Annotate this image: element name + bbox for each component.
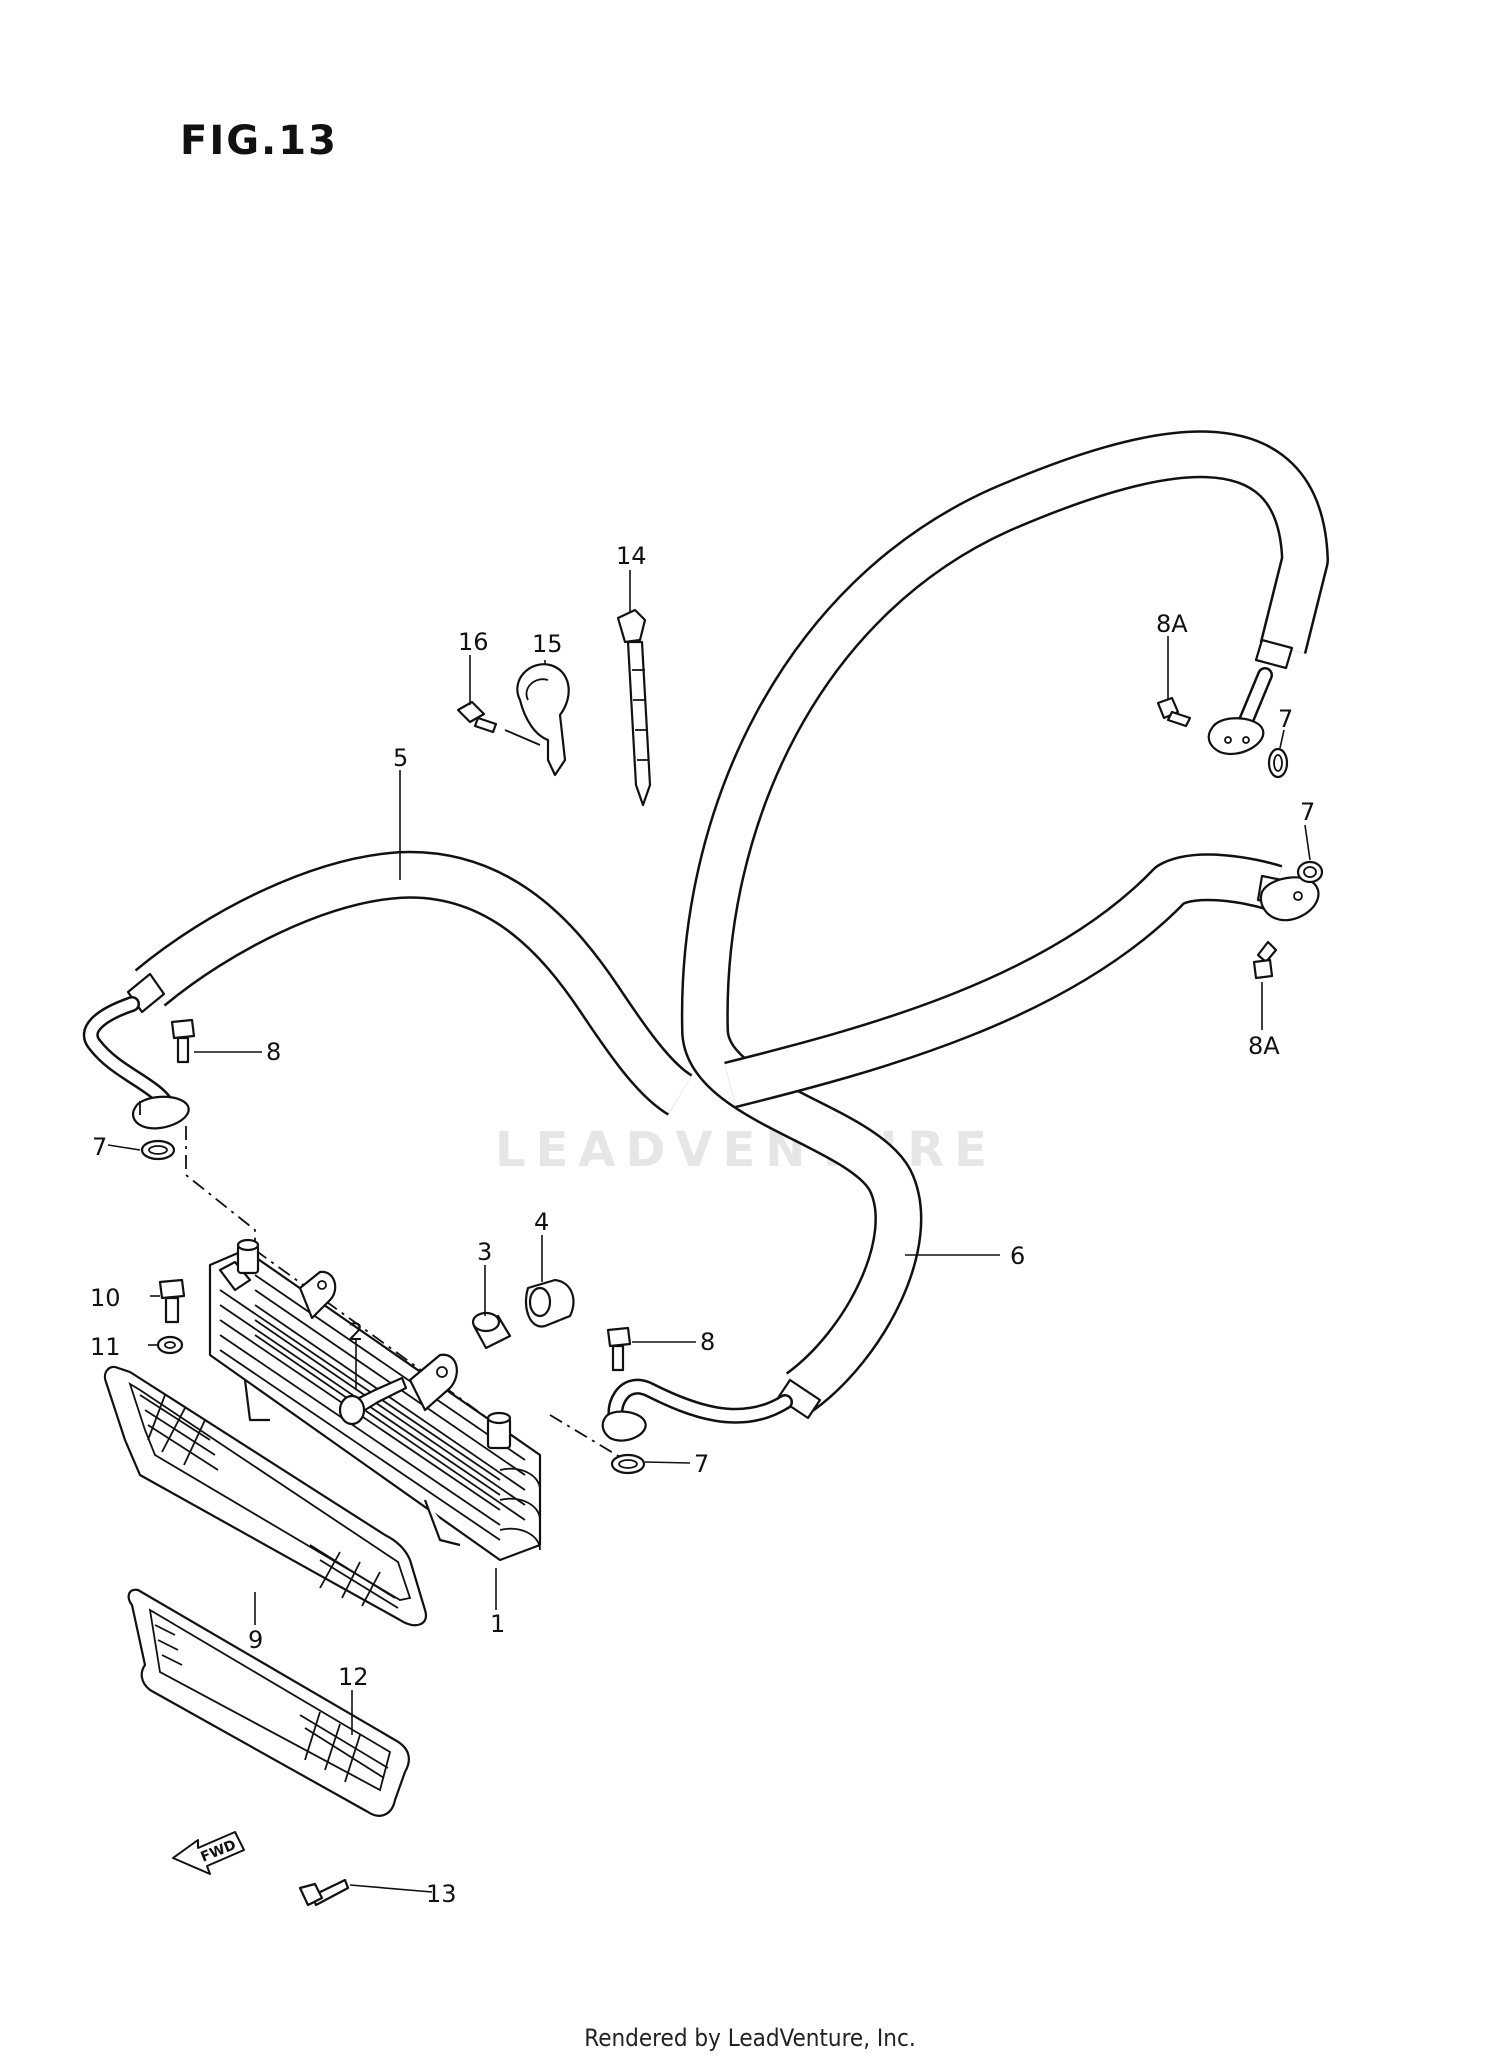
o-ring-7-rear-lower[interactable] [1296, 860, 1324, 884]
callout-8-lower: 8 [700, 1328, 715, 1356]
guard-bolt[interactable] [298, 1878, 350, 1907]
callout-14: 14 [616, 542, 647, 570]
bolt-8-upper[interactable] [170, 1018, 196, 1064]
callout-4: 4 [534, 1208, 549, 1236]
callout-6: 6 [1010, 1242, 1025, 1270]
callout-7-rear-lower: 7 [1300, 798, 1315, 826]
callout-7-rear-upper: 7 [1278, 705, 1293, 733]
callout-15: 15 [532, 630, 563, 658]
clamp-screw[interactable] [456, 700, 498, 734]
o-ring-7-rear-upper[interactable] [1267, 747, 1289, 779]
bolt-8a-lower[interactable] [1252, 940, 1278, 980]
spacer[interactable] [471, 1311, 512, 1350]
callout-5: 5 [393, 744, 408, 772]
callout-8-upper: 8 [266, 1038, 281, 1066]
bolt-8a-upper[interactable] [1156, 696, 1192, 728]
leader-lines [107, 570, 1311, 1893]
callout-7-front-upper: 7 [92, 1133, 107, 1161]
bolt-10[interactable] [158, 1278, 186, 1324]
callout-11: 11 [90, 1333, 121, 1361]
callout-1: 1 [490, 1610, 505, 1638]
callout-16: 16 [458, 628, 489, 656]
oil-hose-5[interactable] [134, 850, 1283, 1116]
hose-5-front-fitting [82, 972, 190, 1130]
cushion[interactable] [524, 1278, 575, 1328]
oil-hose-6[interactable] [680, 430, 1329, 1412]
callout-labels: 1 2 3 4 5 6 7 7 7 7 8 8 8A 8A 9 10 11 12… [90, 542, 1315, 1908]
forward-direction-arrow: FWD [172, 1831, 245, 1875]
callout-8a-lower: 8A [1248, 1032, 1280, 1060]
footer-credit: Rendered by LeadVenture, Inc. [584, 2024, 916, 2052]
hose-clamp[interactable] [504, 663, 570, 777]
callout-3: 3 [477, 1238, 492, 1266]
callout-10: 10 [90, 1284, 121, 1312]
callout-7-front-lower: 7 [694, 1450, 709, 1478]
hose-6-front-fitting [601, 1378, 822, 1442]
callout-8a-upper: 8A [1156, 610, 1188, 638]
cooler-mounting-bolt[interactable] [338, 1376, 408, 1426]
o-ring-7-front-lower[interactable] [610, 1453, 646, 1475]
callout-9: 9 [248, 1626, 263, 1654]
callout-13: 13 [426, 1880, 457, 1908]
cooler-cover[interactable] [103, 1365, 428, 1627]
callout-12: 12 [338, 1663, 369, 1691]
tie-band[interactable] [616, 608, 652, 807]
callout-2: 2 [348, 1318, 363, 1346]
hose-5-rear-fitting [1256, 874, 1320, 922]
bolt-8-lower[interactable] [606, 1326, 632, 1372]
washer-11[interactable] [156, 1335, 184, 1355]
hose-6-rear-fitting [1207, 638, 1294, 755]
o-ring-7-front-upper[interactable] [140, 1139, 176, 1161]
cooler-guard[interactable] [127, 1588, 410, 1817]
figure-title: FIG.13 [180, 118, 338, 164]
